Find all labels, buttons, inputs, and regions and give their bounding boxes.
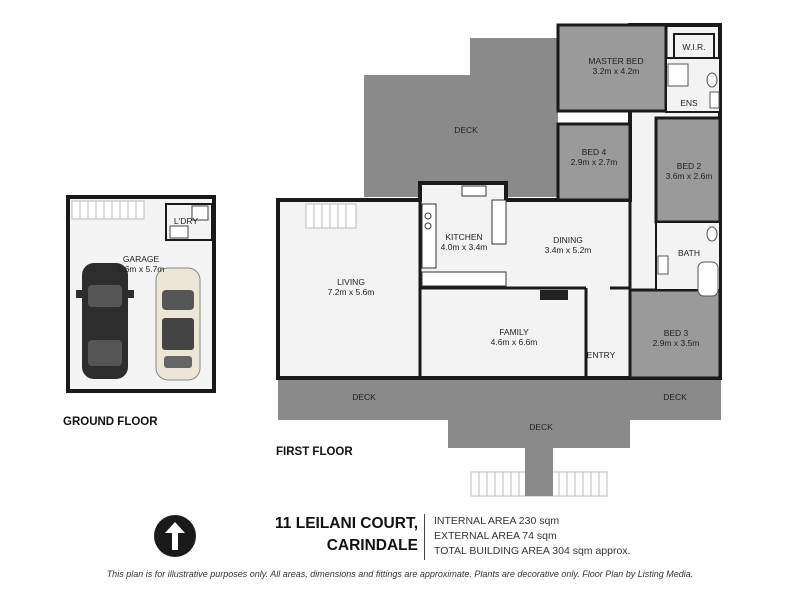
wir-label: W.I.R. <box>682 42 705 52</box>
bed3-room <box>628 288 722 380</box>
title-separator <box>424 514 425 560</box>
master-bed-dims: 3.2m x 4.2m <box>593 66 640 76</box>
car-light <box>155 267 201 381</box>
kitchen-label: KITCHEN <box>445 232 482 242</box>
disclaimer-text: This plan is for illustrative purposes o… <box>106 569 694 579</box>
bed4-room <box>556 122 632 202</box>
car-dark <box>76 263 134 379</box>
toilet <box>706 72 718 88</box>
bath-label: BATH <box>678 248 700 258</box>
shower <box>667 63 689 87</box>
address-line-2: CARINDALE <box>326 537 418 554</box>
living-stairs <box>305 203 357 229</box>
master-bed-label: MASTER BED <box>588 56 643 66</box>
bed4-label: BED 4 <box>582 147 607 157</box>
dining-dims: 3.4m x 5.2m <box>545 245 592 255</box>
kitchen-dims: 4.0m x 3.4m <box>441 242 488 252</box>
wir-room <box>673 33 715 59</box>
dining-label: DINING <box>553 235 583 245</box>
first-floor-label: FIRST FLOOR <box>276 446 353 458</box>
family-dims: 4.6m x 6.6m <box>491 337 538 347</box>
total-area: TOTAL BUILDING AREA 304 sqm approx. <box>434 545 631 557</box>
bed4-dims: 2.9m x 2.7m <box>571 157 618 167</box>
bath-toilet <box>706 226 718 242</box>
garage-label: GARAGE <box>123 254 160 264</box>
deck-left-label: DECK <box>352 392 376 402</box>
entry-label: ENTRY <box>587 350 616 360</box>
laundry-tub <box>169 225 189 239</box>
deck-center-label: DECK <box>529 422 553 432</box>
ground-floor-plan: GARAGE 5.6m x 5.7m L'DRY GROUND FLOOR <box>63 195 216 428</box>
bed3-dims: 2.9m x 3.5m <box>653 338 700 348</box>
external-area: EXTERNAL AREA 74 sqm <box>434 530 557 542</box>
bed2-dims: 3.6m x 2.6m <box>666 171 713 181</box>
first-floor-plan <box>276 23 722 497</box>
living-dims: 7.2m x 5.6m <box>328 287 375 297</box>
family-label: FAMILY <box>499 327 529 337</box>
kitchen-benches <box>421 185 507 287</box>
deck-top-label: DECK <box>454 125 478 135</box>
bed3-label: BED 3 <box>664 328 689 338</box>
ground-floor-label: GROUND FLOOR <box>63 416 158 428</box>
deck-top <box>364 38 558 197</box>
bed2-label: BED 2 <box>677 161 702 171</box>
area-summary: INTERNAL AREA 230 sqm EXTERNAL AREA 74 s… <box>434 514 630 559</box>
living-label: LIVING <box>337 277 365 287</box>
interior-walls <box>418 200 632 378</box>
ens-label: ENS <box>680 98 698 108</box>
laundry-label: L'DRY <box>174 216 198 226</box>
address-line-1: 11 LEILANI COURT, <box>275 515 418 532</box>
bath-vanity <box>657 255 669 275</box>
deck-center <box>448 406 630 448</box>
deck-right-label: DECK <box>663 392 687 402</box>
front-steps <box>470 448 608 497</box>
garage-stairs <box>71 200 145 220</box>
internal-area: INTERNAL AREA 230 sqm <box>434 515 560 527</box>
north-arrow-icon <box>154 515 196 557</box>
fireplace <box>540 290 568 300</box>
vanity <box>709 91 720 109</box>
washer <box>191 205 209 221</box>
bathtub <box>697 261 719 297</box>
bed2-room <box>654 116 722 224</box>
garage-dims: 5.6m x 5.7m <box>118 264 165 274</box>
